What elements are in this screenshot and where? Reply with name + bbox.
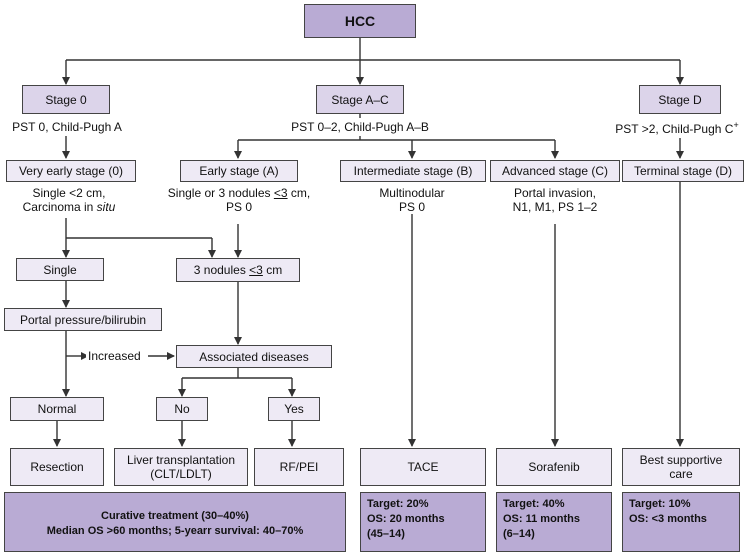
- resection-node: Resection: [10, 448, 104, 486]
- bsc-outcome-box: Target: 10% OS: <3 months: [622, 492, 740, 552]
- intermediate-note-line-1: Multinodular: [379, 186, 445, 200]
- advanced-note: Portal invasion, N1, M1, PS 1–2: [496, 186, 614, 214]
- early-note-line-1c: cm,: [287, 186, 311, 200]
- three-nodules-a: 3 nodules: [193, 263, 250, 277]
- best-supportive-care-node: Best supportive care: [622, 448, 740, 486]
- very-early-note: Single <2 cm, Carcinoma in situ: [2, 186, 136, 214]
- very-early-note-line-1: Single <2 cm,: [32, 186, 106, 200]
- very-early-stage-node: Very early stage (0): [6, 160, 136, 182]
- curative-outcome-box: Curative treatment (30–40%) Median OS >6…: [4, 492, 346, 552]
- bsc-outcome-line-2: OS: <3 months: [629, 513, 707, 525]
- curative-outcome-line-2: Median OS >60 months; 5-yearr survival: …: [46, 525, 304, 537]
- portal-pressure-node: Portal pressure/bilirubin: [4, 308, 162, 331]
- three-nodules-c: cm: [262, 263, 283, 277]
- advanced-note-line-2: N1, M1, PS 1–2: [512, 200, 598, 214]
- sorafenib-outcome-box: Target: 40% OS: 11 months (6–14): [496, 492, 612, 552]
- stage-0-node: Stage 0: [22, 85, 110, 114]
- stage-a-c-node: Stage A–C: [316, 85, 404, 114]
- very-early-note-line-2: Carcinoma in situ: [2, 200, 136, 214]
- very-early-note-line-2b: situ: [96, 200, 116, 214]
- three-nodules-node: 3 nodules <3 cm: [176, 258, 300, 282]
- liver-transplantation-line-2: (CLT/LDLT): [150, 467, 212, 481]
- curative-outcome-line-1: Curative treatment (30–40%): [101, 510, 249, 522]
- stage-0-criteria: PST 0, Child-Pugh A: [0, 120, 134, 134]
- tace-outcome-line-3: (45–14): [367, 528, 405, 540]
- tace-outcome-box: Target: 20% OS: 20 months (45–14): [360, 492, 486, 552]
- advanced-stage-node: Advanced stage (C): [490, 160, 620, 182]
- sorafenib-outcome-line-1: Target: 40%: [503, 498, 565, 510]
- bsc-outcome-line-1: Target: 10%: [629, 498, 691, 510]
- no-node: No: [156, 397, 208, 421]
- sorafenib-outcome-line-2: OS: 11 months: [503, 513, 581, 525]
- intermediate-note-line-2: PS 0: [398, 200, 425, 214]
- sorafenib-node: Sorafenib: [496, 448, 612, 486]
- stage-d-node: Stage D: [639, 85, 721, 114]
- stage-d-criteria-text: PST >2, Child-Pugh C: [615, 122, 734, 136]
- three-nodules-b: <3: [249, 263, 263, 277]
- single-node: Single: [16, 258, 104, 281]
- increased-label: Increased: [86, 349, 143, 363]
- best-supportive-care-line-2: care: [669, 467, 693, 481]
- early-note-line-1a: Single or 3 nodules: [167, 186, 274, 200]
- tace-outcome-line-2: OS: 20 months: [367, 513, 445, 525]
- very-early-note-line-2a: Carcinoma in: [22, 200, 97, 214]
- stage-a-c-criteria: PST 0–2, Child-Pugh A–B: [276, 120, 444, 134]
- tace-node: TACE: [360, 448, 486, 486]
- liver-transplantation-node: Liver transplantation (CLT/LDLT): [114, 448, 248, 486]
- early-note: Single or 3 nodules <3 cm, PS 0: [158, 186, 320, 214]
- stage-d-criteria: PST >2, Child-Pugh C+: [604, 118, 750, 136]
- best-supportive-care-line-1: Best supportive: [639, 453, 723, 467]
- liver-transplantation-line-1: Liver transplantation: [126, 453, 236, 467]
- early-note-line-1b: <3: [273, 186, 288, 200]
- normal-node: Normal: [10, 397, 104, 421]
- early-note-line-2: PS 0: [225, 200, 252, 214]
- associated-diseases-node: Associated diseases: [176, 345, 332, 368]
- intermediate-stage-node: Intermediate stage (B): [340, 160, 486, 182]
- sorafenib-outcome-line-3: (6–14): [503, 528, 535, 540]
- intermediate-note: Multinodular PS 0: [362, 186, 462, 214]
- early-stage-node: Early stage (A): [180, 160, 298, 182]
- terminal-stage-node: Terminal stage (D): [622, 160, 744, 182]
- rf-pei-node: RF/PEI: [254, 448, 344, 486]
- advanced-note-line-1: Portal invasion,: [513, 186, 597, 200]
- yes-node: Yes: [268, 397, 320, 421]
- hcc-node: HCC: [304, 4, 416, 38]
- early-note-line-1: Single or 3 nodules <3 cm,: [158, 186, 320, 200]
- tace-outcome-line-1: Target: 20%: [367, 498, 429, 510]
